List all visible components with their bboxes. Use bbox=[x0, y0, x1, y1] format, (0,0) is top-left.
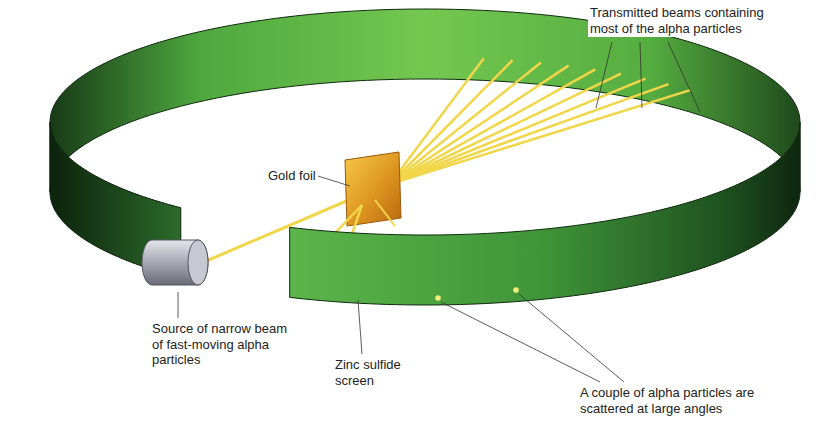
callout-label: Source of narrow beam of fast-moving alp… bbox=[150, 320, 290, 369]
leader-line bbox=[519, 294, 624, 382]
callout-label: Zinc sulfide screen bbox=[333, 356, 417, 389]
callout-label: Transmitted beams containing most of the… bbox=[588, 4, 793, 37]
scintillation-dot bbox=[435, 295, 441, 301]
alpha-source bbox=[142, 240, 208, 285]
scattered-beam bbox=[352, 205, 362, 234]
transmitted-beam bbox=[390, 74, 621, 184]
zinc-sulfide-screen bbox=[290, 122, 800, 305]
leader-line bbox=[358, 300, 362, 354]
transmitted-beam bbox=[390, 79, 645, 184]
scintillation-dot bbox=[513, 287, 519, 293]
leader-line bbox=[640, 42, 642, 108]
transmitted-beam bbox=[390, 84, 669, 184]
leader-line bbox=[596, 42, 612, 108]
leader-line bbox=[318, 176, 350, 186]
callout-label: A couple of alpha particles are scattere… bbox=[578, 384, 778, 417]
leader-line bbox=[178, 292, 179, 318]
callout-label: Gold foil bbox=[266, 167, 318, 185]
scattered-beam bbox=[375, 200, 395, 226]
leader-line bbox=[668, 42, 700, 112]
transmitted-beam bbox=[390, 90, 690, 184]
alpha-source bbox=[188, 240, 208, 285]
transmitted-beam bbox=[390, 69, 595, 184]
transmitted-beam bbox=[390, 66, 569, 184]
